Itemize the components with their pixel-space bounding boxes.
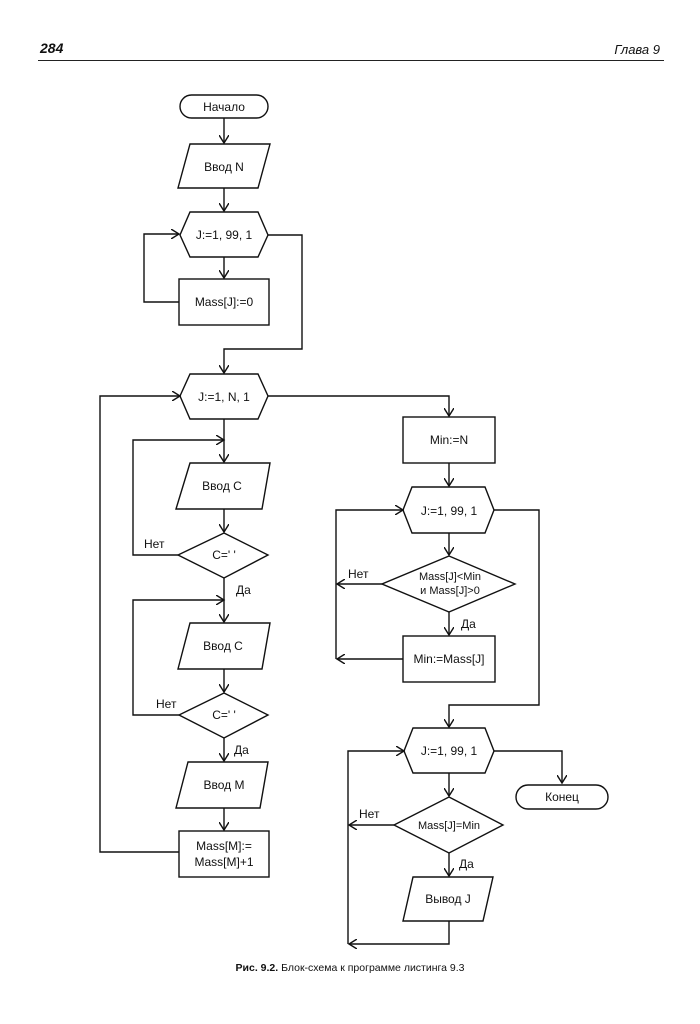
loop3-exit-line xyxy=(449,509,540,727)
cond-min-no-label: Нет xyxy=(348,567,369,581)
loop4-block: J:=1, 99, 1 xyxy=(403,727,495,774)
loop4-label: J:=1, 99, 1 xyxy=(421,744,478,758)
cond-c2-label: C=' ' xyxy=(212,708,236,722)
cond-c2-yes-label: Да xyxy=(234,743,249,757)
input-c2-block: Ввод C xyxy=(177,622,271,670)
loop1-block: J:=1, 99, 1 xyxy=(179,211,269,258)
cond-eq-yes-label: Да xyxy=(459,857,474,871)
output-j-label: Вывод J xyxy=(425,892,471,906)
min-init-label: Min:=N xyxy=(430,433,468,447)
start-terminator: Начало xyxy=(179,94,269,119)
loop4-return-line xyxy=(347,751,404,944)
cond-c1-no-label: Нет xyxy=(144,537,165,551)
figure-caption: Рис. 9.2. Блок-схема к программе листинг… xyxy=(0,962,700,974)
caption-text: Блок-схема к программе листинга 9.3 xyxy=(278,962,465,974)
loop1-return-line xyxy=(143,234,179,303)
min-init-block: Min:=N xyxy=(402,416,496,464)
cond-min-diamond: Mass[J]<Min и Mass[J]>0 xyxy=(380,555,517,613)
output-j-block: Вывод J xyxy=(402,876,494,922)
cond-eq-label: Mass[J]=Min xyxy=(418,820,480,832)
caption-prefix: Рис. 9.2. xyxy=(235,962,279,974)
output-j-out-line xyxy=(349,921,450,944)
loop2-block: J:=1, N, 1 xyxy=(179,373,269,420)
cond-c2-no-label: Нет xyxy=(156,697,177,711)
loop1-label: J:=1, 99, 1 xyxy=(196,228,253,242)
assign-zero-block: Mass[J]:=0 xyxy=(178,278,270,326)
cond-c1-diamond: C=' ' xyxy=(176,532,270,579)
increment-block: Mass[M]:= Mass[M]+1 xyxy=(178,830,270,878)
loop4-exit-line xyxy=(494,750,562,783)
start-label: Начало xyxy=(203,100,245,114)
loop3-block: J:=1, 99, 1 xyxy=(402,486,495,534)
loop2-label: J:=1, N, 1 xyxy=(198,390,250,404)
end-label: Конец xyxy=(545,790,579,804)
cond-c1-label: C=' ' xyxy=(212,548,236,562)
min-assign-block: Min:=Mass[J] xyxy=(402,635,496,683)
loop1-exit-line xyxy=(224,234,303,373)
end-terminator: Конец xyxy=(515,784,609,810)
loop2-return-line xyxy=(99,396,180,853)
input-m-label: Ввод M xyxy=(204,778,245,792)
increment-line1: Mass[M]:= xyxy=(196,839,252,853)
page-number: 284 xyxy=(40,40,64,56)
assign-zero-label: Mass[J]:=0 xyxy=(195,295,254,309)
loop2-exit-line xyxy=(268,395,449,416)
cond-min-line1: Mass[J]<Min xyxy=(419,571,481,583)
cond-c1-no-line xyxy=(132,440,224,556)
cond-eq-diamond: Mass[J]=Min xyxy=(392,796,505,854)
loop3-label: J:=1, 99, 1 xyxy=(421,504,478,518)
input-c1-block: Ввод C xyxy=(175,462,271,510)
header-rule xyxy=(38,60,664,61)
cond-c1-yes-label: Да xyxy=(236,583,251,597)
input-n-label: Ввод N xyxy=(204,160,244,174)
chapter-title: Глава 9 xyxy=(614,42,660,57)
increment-line2: Mass[M]+1 xyxy=(194,855,253,869)
input-c2-label: Ввод C xyxy=(203,639,243,653)
min-assign-label: Min:=Mass[J] xyxy=(413,652,484,666)
input-c1-label: Ввод C xyxy=(202,479,242,493)
cond-eq-no-label: Нет xyxy=(359,807,380,821)
input-m-block: Ввод M xyxy=(175,761,269,809)
cond-c2-diamond: C=' ' xyxy=(177,692,270,739)
cond-c2-no-line xyxy=(132,600,224,716)
loop3-return-line xyxy=(335,510,403,659)
input-n-block: Ввод N xyxy=(177,143,271,189)
cond-min-yes-label: Да xyxy=(461,617,476,631)
cond-min-line2: и Mass[J]>0 xyxy=(420,585,480,597)
